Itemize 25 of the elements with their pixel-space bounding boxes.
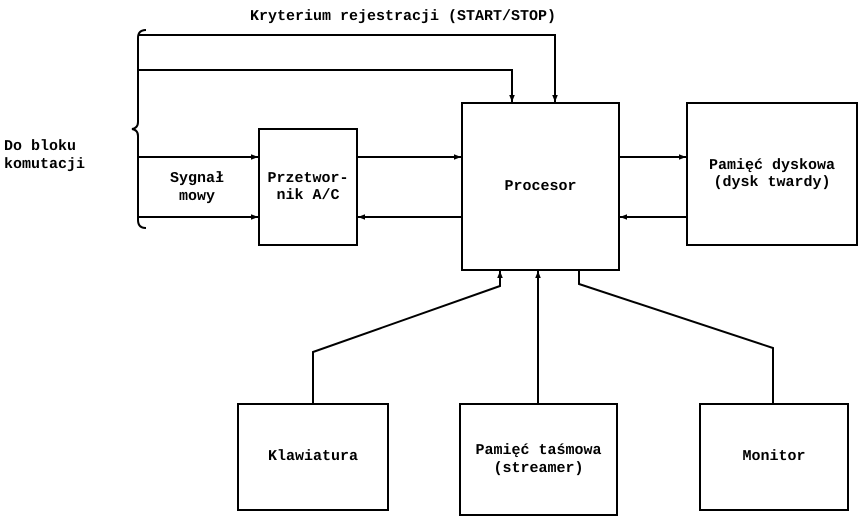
- processor-box: [461, 102, 620, 271]
- node-text: Przetwor- nik A/C: [266, 170, 350, 204]
- node-text: Procesor: [504, 178, 576, 196]
- arrow: [620, 214, 686, 220]
- node-text: Pamięć dyskowa (dysk twardy): [708, 156, 836, 192]
- arrow: [138, 69, 515, 102]
- arrow: [358, 154, 461, 160]
- arrow: [138, 34, 558, 102]
- monitor-box: [699, 403, 849, 511]
- disk-memory-box: [686, 102, 858, 246]
- arrow: [358, 214, 461, 220]
- node-text: Pamięć taśmowa (streamer): [474, 442, 603, 477]
- arrow: [535, 271, 541, 403]
- arrow: [138, 154, 258, 160]
- arrow: [620, 154, 686, 160]
- edge-label: Kryterium rejestracji (START/STOP): [250, 8, 556, 26]
- keyboard-box: [237, 403, 389, 511]
- annotation-text: Do bloku komutacji: [4, 138, 86, 174]
- node-text: Monitor: [742, 448, 806, 466]
- converter-box: [258, 128, 358, 246]
- tape-memory-box: [459, 403, 618, 516]
- node-text: Klawiatura: [268, 448, 358, 466]
- signal-label: Sygnał mowy: [168, 170, 225, 206]
- arrow: [312, 271, 503, 403]
- arrow: [138, 214, 258, 220]
